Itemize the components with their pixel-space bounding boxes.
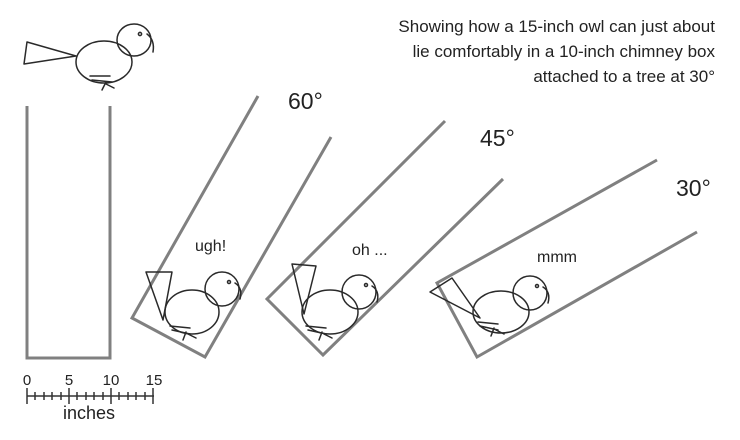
- caption-line-2: lie comfortably in a 10-inch chimney box: [413, 42, 716, 61]
- owl-in-30-box-icon: [429, 275, 550, 337]
- owl-in-45-box-icon: [291, 263, 379, 341]
- inch-scale-bar: [26, 388, 154, 404]
- scale-tick-0: 0: [23, 372, 31, 389]
- scale-tick-10: 10: [103, 372, 120, 389]
- reaction-45: oh ...: [352, 242, 388, 259]
- chimney-box-30: [434, 158, 698, 360]
- chimney-box-60: [129, 95, 333, 360]
- owl-in-60-box-icon: [145, 271, 242, 341]
- angle-label-45: 45°: [480, 125, 515, 151]
- standing-owl-icon: [23, 23, 155, 91]
- angle-label-30: 30°: [676, 175, 711, 201]
- scale-unit-label: inches: [63, 403, 115, 423]
- angle-label-60: 60°: [288, 88, 323, 114]
- reaction-30: mmm: [537, 249, 577, 266]
- chimney-box-45: [264, 119, 505, 358]
- caption-line-3: attached to a tree at 30°: [533, 67, 715, 86]
- caption-line-1: Showing how a 15-inch owl can just about: [398, 17, 715, 36]
- vertical-chimney-box: [25, 106, 112, 360]
- scale-tick-5: 5: [65, 372, 73, 389]
- scale-tick-15: 15: [146, 372, 163, 389]
- reaction-60: ugh!: [195, 238, 226, 255]
